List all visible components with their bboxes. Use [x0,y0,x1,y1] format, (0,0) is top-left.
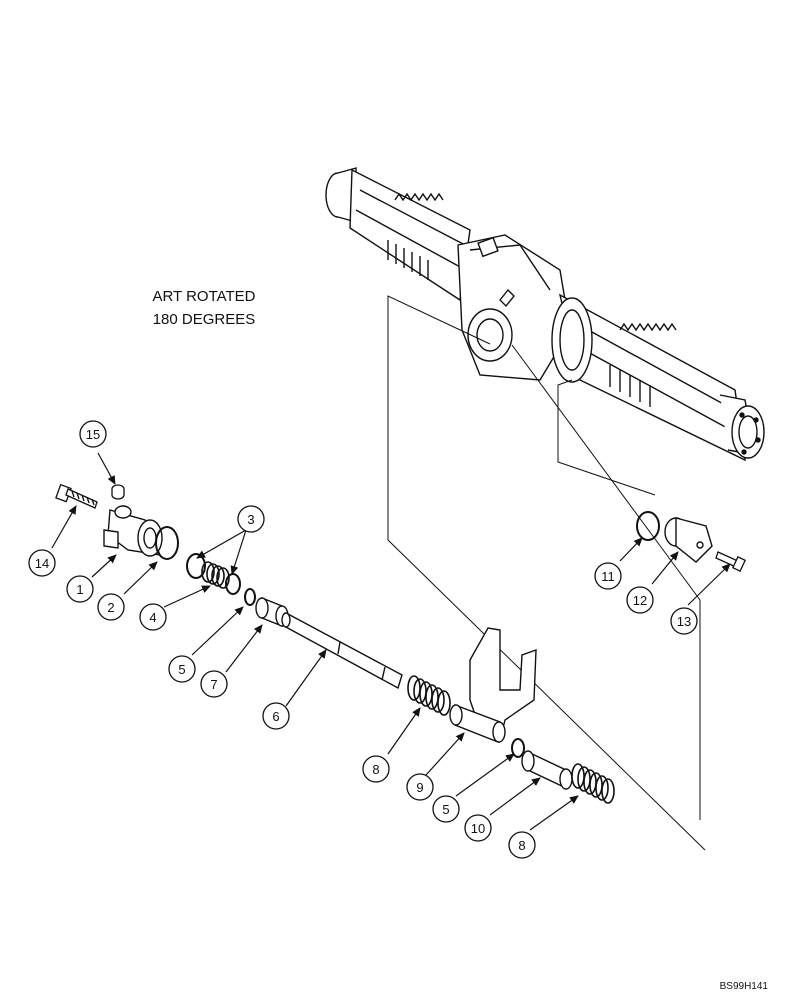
callout-balloon [362,755,390,783]
callout-number: 8 [372,762,379,777]
callout-balloon [97,593,125,621]
callout-number: 4 [149,610,156,625]
callout-balloon [464,814,492,842]
callout-number: 5 [178,662,185,677]
callout-number: 13 [677,614,691,629]
part-plug-15 [111,484,125,500]
callout-balloon [626,586,654,614]
callout-number: 12 [633,593,647,608]
part-bushing-10 [521,750,573,790]
callout-number: 3 [247,512,254,527]
part-spring-4 [201,561,230,589]
axle-housing [325,167,765,462]
callout-balloon [262,702,290,730]
callout-number: 7 [210,677,217,692]
reference-leader-lines [387,295,706,851]
callout-balloon [200,670,228,698]
callout-balloon [28,549,56,577]
callout-number: 14 [35,556,49,571]
callout-arrows [51,452,731,831]
callout-number: 2 [107,600,114,615]
callout-balloon [79,420,107,448]
callout-balloon [237,505,265,533]
callout-number: 1 [76,582,83,597]
callout-number: 15 [86,427,100,442]
callout-number: 9 [416,780,423,795]
part-shift-fork-9 [449,627,537,743]
callout-balloon [508,831,536,859]
callout-balloon [168,655,196,683]
part-spring-8a [407,675,451,716]
part-snap-ring-5a [244,588,256,606]
callout-balloon [66,575,94,603]
part-shaft-6 [281,612,403,690]
callout-number: 6 [272,709,279,724]
callout-number: 8 [518,838,525,853]
part-oring-11 [636,511,660,541]
art-rotated-note-line1: ART ROTATED [152,288,256,305]
callout-balloon [432,795,460,823]
callout-balloon [670,607,698,635]
part-cover-12 [664,517,713,563]
part-ring-3a [186,553,206,579]
callout-balloon [139,603,167,631]
callout-number: 11 [601,569,615,584]
callout-balloon [406,773,434,801]
part-spring-8b [571,763,615,804]
part-housing-1 [103,505,163,557]
art-rotated-note-line2: 180 DEGREES [152,311,256,328]
part-oring-2 [155,526,179,560]
part-bolt-13 [715,551,747,572]
part-bolt-14 [55,483,98,509]
callout-number: 10 [471,821,485,836]
part-snap-ring-5b [511,738,525,758]
drawing-code: BS99H141 [719,981,768,992]
callout-number: 5 [442,802,449,817]
callout-balloon [594,562,622,590]
